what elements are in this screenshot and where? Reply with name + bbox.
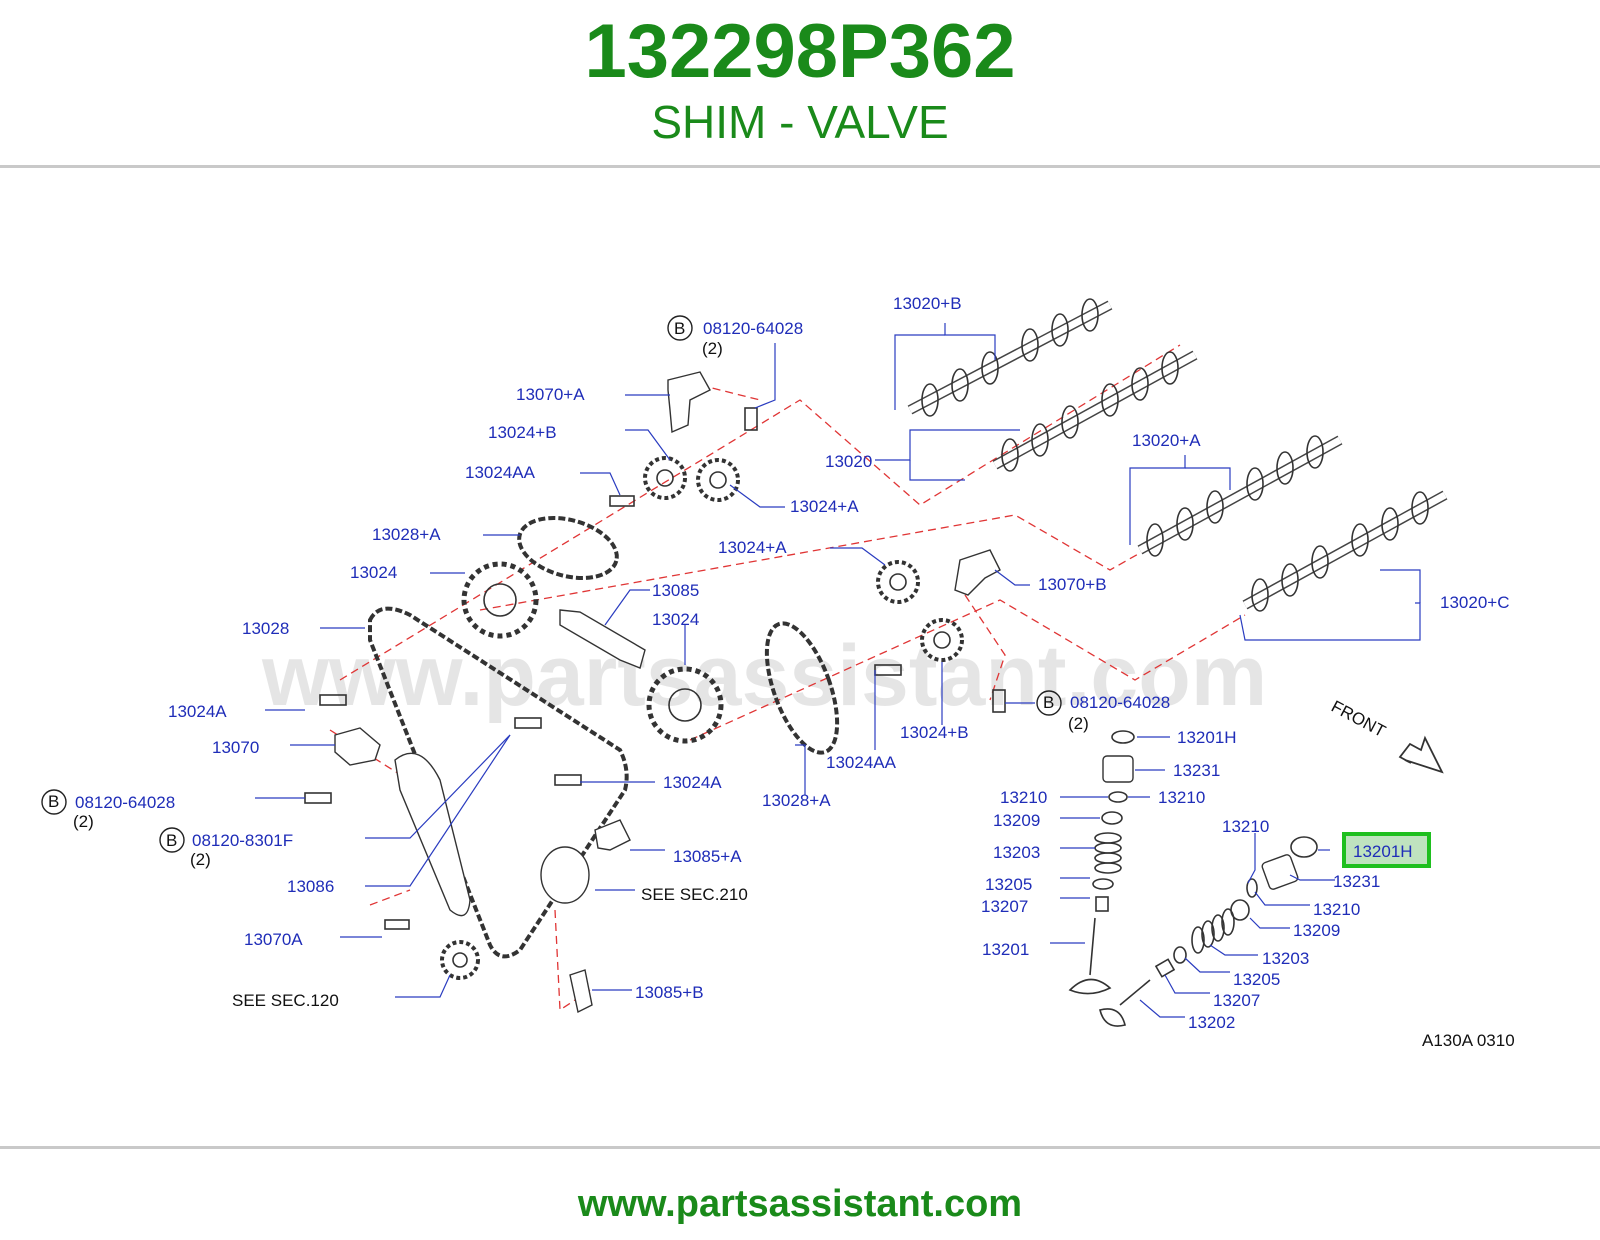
label-13024a-left[interactable]: 13024A (168, 702, 227, 721)
label-13207-right[interactable]: 13207 (1213, 991, 1260, 1010)
part-labels: 13020+B B 08120-64028 (2) 13070+A 13024+… (48, 294, 1515, 1050)
label-13201[interactable]: 13201 (982, 940, 1029, 959)
valve-train-right (1099, 836, 1318, 1027)
label-13207-left[interactable]: 13207 (981, 897, 1028, 916)
sprocket-sec120 (440, 940, 480, 980)
qty-8301f: (2) (190, 850, 211, 869)
label-13024-a-mid[interactable]: 13024+A (718, 538, 787, 557)
label-08120-64028-left[interactable]: 08120-64028 (75, 793, 175, 812)
label-13210-a[interactable]: 13210 (1000, 788, 1047, 807)
label-13070-a[interactable]: 13070+A (516, 385, 585, 404)
diagram-code: A130A 0310 (1422, 1031, 1515, 1050)
qty-right: (2) (1068, 714, 1089, 733)
label-13024-left[interactable]: 13024 (350, 563, 397, 582)
label-13203-left[interactable]: 13203 (993, 843, 1040, 862)
front-direction-arrow: FRONT (1328, 697, 1444, 774)
qty-top: (2) (702, 339, 723, 358)
label-13202[interactable]: 13202 (1188, 1013, 1235, 1032)
tensioner-13085-a (594, 819, 631, 851)
b-symbol-right: B (1043, 693, 1054, 712)
label-13024aa-top[interactable]: 13024AA (465, 463, 536, 482)
chain-13028 (368, 606, 629, 959)
camshaft-13020 (992, 350, 1198, 472)
label-13085-b[interactable]: 13085+B (635, 983, 704, 1002)
see-sec-120[interactable]: SEE SEC.120 (232, 991, 339, 1010)
label-13085[interactable]: 13085 (652, 581, 699, 600)
label-08120-64028-top[interactable]: 08120-64028 (703, 319, 803, 338)
tensioner-sec210 (540, 846, 590, 904)
label-13028[interactable]: 13028 (242, 619, 289, 638)
footer-divider (0, 1146, 1600, 1149)
front-label: FRONT (1328, 697, 1389, 741)
label-13024aa-bottom[interactable]: 13024AA (826, 753, 897, 772)
watermark-text: www.partsassistant.com (261, 628, 1267, 724)
label-13205-left[interactable]: 13205 (985, 875, 1032, 894)
label-13070[interactable]: 13070 (212, 738, 259, 757)
label-13024a-mid[interactable]: 13024A (663, 773, 722, 792)
label-08120-64028-right[interactable]: 08120-64028 (1070, 693, 1170, 712)
label-13020-a[interactable]: 13020+A (1132, 431, 1201, 450)
camshaft-13020-a (1137, 435, 1343, 557)
b-symbol-top: B (674, 319, 685, 338)
label-13020[interactable]: 13020 (825, 452, 872, 471)
label-13024-b-top[interactable]: 13024+B (488, 423, 557, 442)
label-13085-a[interactable]: 13085+A (673, 847, 742, 866)
part-number-title: 132298P362 (584, 9, 1016, 94)
bolt-symbols (41, 315, 1062, 853)
footer-url[interactable]: www.partsassistant.com (577, 1183, 1023, 1225)
label-13209-right[interactable]: 13209 (1293, 921, 1340, 940)
sprocket-13024-a-mid (876, 560, 920, 604)
b-symbol-8301f: B (166, 831, 177, 850)
label-13209-left[interactable]: 13209 (993, 811, 1040, 830)
sprocket-13024-a-top (696, 458, 740, 502)
chain-guide-13086 (394, 752, 471, 917)
camshaft-13020-c (1242, 490, 1448, 612)
label-13231-top[interactable]: 13231 (1173, 761, 1220, 780)
b-symbol-left: B (48, 792, 59, 811)
part-name-subtitle: SHIM - VALVE (651, 96, 949, 148)
sprocket-13024-mid (646, 666, 724, 744)
label-13070-b[interactable]: 13070+B (1038, 575, 1107, 594)
tensioner-13070 (334, 727, 381, 766)
chain-13028-a-bottom (764, 621, 840, 755)
label-13201h-top[interactable]: 13201H (1177, 728, 1237, 747)
leader-lines (255, 323, 1421, 1018)
page-header: 132298P362 SHIM - VALVE (0, 0, 1600, 168)
label-13028-a-top[interactable]: 13028+A (372, 525, 441, 544)
sprocket-13024-b-top (643, 456, 687, 500)
label-13205-right[interactable]: 13205 (1233, 970, 1280, 989)
label-13210-d[interactable]: 13210 (1313, 900, 1360, 919)
chain-guide-13085 (559, 609, 646, 669)
label-13028-a-bottom[interactable]: 13028+A (762, 791, 831, 810)
sprocket-13024-left (461, 561, 539, 639)
tensioner-13070-b (954, 549, 1001, 596)
label-08120-8301f[interactable]: 08120-8301F (192, 831, 293, 850)
label-13020-b[interactable]: 13020+B (893, 294, 962, 313)
label-13020-c[interactable]: 13020+C (1440, 593, 1509, 612)
qty-left: (2) (73, 812, 94, 831)
label-13024-a-top[interactable]: 13024+A (790, 497, 859, 516)
highlight-box (1342, 832, 1431, 868)
label-13201h-highlighted[interactable]: 13201H (1353, 842, 1413, 861)
label-13203-right[interactable]: 13203 (1262, 949, 1309, 968)
label-13024-b-bottom[interactable]: 13024+B (900, 723, 969, 742)
camshaft-13020-b (907, 298, 1113, 417)
label-13024-mid[interactable]: 13024 (652, 610, 699, 629)
header-divider (0, 165, 1600, 168)
label-13086[interactable]: 13086 (287, 877, 334, 896)
tensioner-13070-a (667, 371, 711, 434)
label-13070a[interactable]: 13070A (244, 930, 303, 949)
valve-train-left (1068, 730, 1135, 995)
tensioner-13085-b (569, 969, 593, 1014)
label-13210-c[interactable]: 13210 (1222, 817, 1269, 836)
label-13210-b[interactable]: 13210 (1158, 788, 1205, 807)
label-13231-right[interactable]: 13231 (1333, 872, 1380, 891)
see-sec-210[interactable]: SEE SEC.210 (641, 885, 748, 904)
sprocket-13024-b-bottom (920, 618, 964, 662)
